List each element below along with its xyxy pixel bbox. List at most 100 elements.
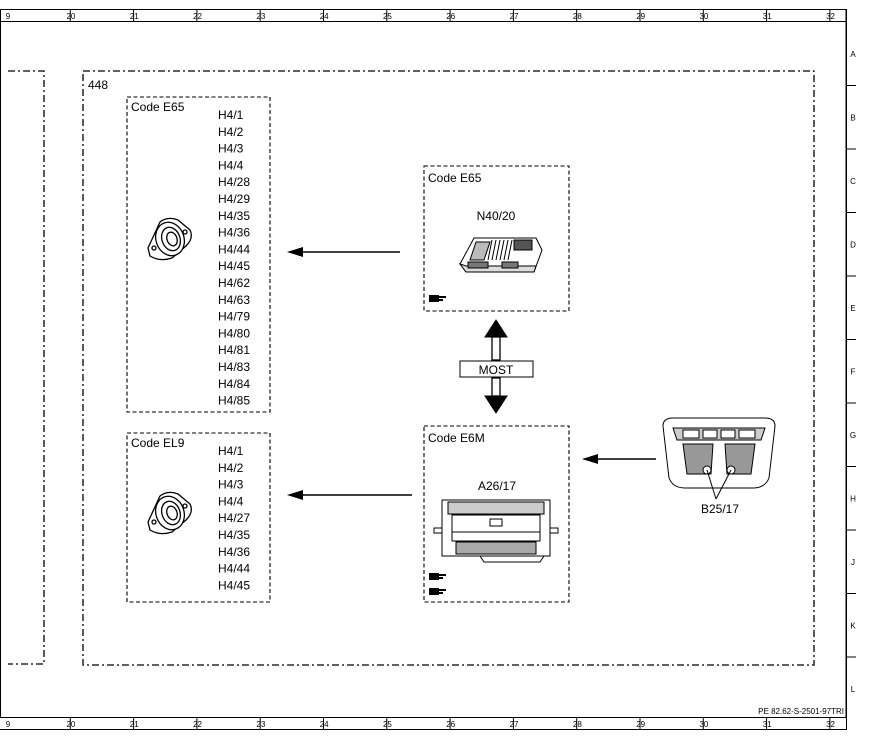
connector-item: H4/63 <box>218 293 250 307</box>
connector-item: H4/79 <box>218 310 250 324</box>
row-label: H <box>850 494 856 503</box>
connector-item: H4/4 <box>218 494 244 508</box>
connector-item: H4/44 <box>218 242 250 256</box>
column-label: 20 <box>66 720 75 729</box>
column-label: 23 <box>256 12 265 21</box>
column-labels-top: 9 20 21 22 23 24 25 26 27 28 29 30 31 32 <box>6 12 836 21</box>
speaker-box-top <box>126 96 271 413</box>
column-label: 30 <box>699 720 708 729</box>
signal-arrow <box>287 490 412 500</box>
column-label: 9 <box>6 720 11 729</box>
speaker-box-bottom-code: Code EL9 <box>131 436 185 450</box>
connector-item: H4/85 <box>218 394 250 408</box>
leader-lines <box>706 469 732 500</box>
column-label: 32 <box>826 12 835 21</box>
row-label: K <box>850 621 856 630</box>
speaker-box-bottom-list: H4/1H4/2H4/3H4/4H4/27H4/35H4/36H4/44H4/4… <box>218 444 250 592</box>
module-bottom-code: Code E6M <box>428 431 485 445</box>
adjacent-group-frame <box>8 70 45 665</box>
amplifier-icon <box>458 237 543 273</box>
connector-item: H4/36 <box>218 226 250 240</box>
overhead-part: B25/17 <box>701 502 739 516</box>
connector-item: H4/84 <box>218 377 250 391</box>
connector-item: H4/29 <box>218 192 250 206</box>
most-bus-arrow <box>484 319 508 414</box>
module-bottom-part: A26/17 <box>478 479 516 493</box>
column-label: 9 <box>6 12 11 21</box>
row-label: L <box>851 685 856 694</box>
column-label: 26 <box>446 12 455 21</box>
column-grid <box>69 9 831 729</box>
column-label: 26 <box>446 720 455 729</box>
connector-item: H4/36 <box>218 545 250 559</box>
pointing-hand-icon <box>429 573 446 580</box>
column-label: 20 <box>66 12 75 21</box>
connector-item: H4/83 <box>218 360 250 374</box>
connector-item: H4/3 <box>218 478 244 492</box>
signal-arrow <box>582 454 656 464</box>
signal-arrow <box>287 247 400 257</box>
connector-item: H4/35 <box>218 528 250 542</box>
row-grid <box>845 9 856 717</box>
connector-item: H4/3 <box>218 142 244 156</box>
column-label: 32 <box>826 720 835 729</box>
pointing-hand-icon <box>429 295 446 302</box>
connector-item: H4/2 <box>218 125 244 139</box>
row-label: G <box>850 431 856 440</box>
row-label: B <box>850 113 855 122</box>
column-label: 29 <box>636 720 645 729</box>
speaker-box-top-code: Code E65 <box>131 100 185 114</box>
row-label: D <box>850 240 856 249</box>
column-labels-bottom: 9 20 21 22 23 24 25 26 27 28 29 30 31 32 <box>6 720 836 729</box>
connector-item: H4/35 <box>218 209 250 223</box>
column-label: 25 <box>383 720 392 729</box>
connector-item: H4/4 <box>218 158 244 172</box>
head-unit-icon <box>433 499 559 563</box>
column-label: 29 <box>636 12 645 21</box>
most-bus-label: MOST <box>479 363 514 377</box>
module-box-bottom <box>423 425 570 603</box>
column-label: 27 <box>510 720 519 729</box>
connector-item: H4/45 <box>218 259 250 273</box>
column-label: 30 <box>699 12 708 21</box>
connector-item: H4/27 <box>218 511 250 525</box>
column-label: 28 <box>573 12 582 21</box>
module-box-top <box>423 165 570 312</box>
row-label: F <box>851 367 856 376</box>
speaker-icon <box>147 217 192 261</box>
overhead-microphone-icon <box>662 417 776 489</box>
column-label: 24 <box>320 720 329 729</box>
column-label: 27 <box>510 12 519 21</box>
module-top-code: Code E65 <box>428 171 482 185</box>
speaker-icon <box>147 491 192 535</box>
most-bus-label-box <box>459 360 534 378</box>
column-label: 22 <box>193 720 202 729</box>
row-label: A <box>850 50 856 59</box>
connector-item: H4/2 <box>218 461 244 475</box>
column-label: 21 <box>130 12 139 21</box>
module-top-part: N40/20 <box>477 209 516 223</box>
column-label: 23 <box>256 720 265 729</box>
row-label: E <box>850 304 855 313</box>
row-label: J <box>851 558 855 567</box>
connector-item: H4/1 <box>218 108 244 122</box>
connector-item: H4/80 <box>218 326 250 340</box>
column-label: 24 <box>320 12 329 21</box>
column-label: 28 <box>573 720 582 729</box>
column-label: 31 <box>763 12 772 21</box>
connector-item: H4/81 <box>218 343 250 357</box>
pointing-hand-icon <box>429 588 446 595</box>
reference-number: PE 82.62-S-2501-97TRI <box>758 707 844 716</box>
column-label: 31 <box>763 720 772 729</box>
column-label: 22 <box>193 12 202 21</box>
group-id: 448 <box>88 78 108 92</box>
connector-item: H4/1 <box>218 444 244 458</box>
column-label: 25 <box>383 12 392 21</box>
column-label: 21 <box>130 720 139 729</box>
speaker-box-top-list: H4/1H4/2H4/3H4/4H4/28H4/29H4/35H4/36H4/4… <box>218 108 250 408</box>
group-frame <box>82 70 815 666</box>
connector-item: H4/44 <box>218 562 250 576</box>
connector-item: H4/28 <box>218 175 250 189</box>
